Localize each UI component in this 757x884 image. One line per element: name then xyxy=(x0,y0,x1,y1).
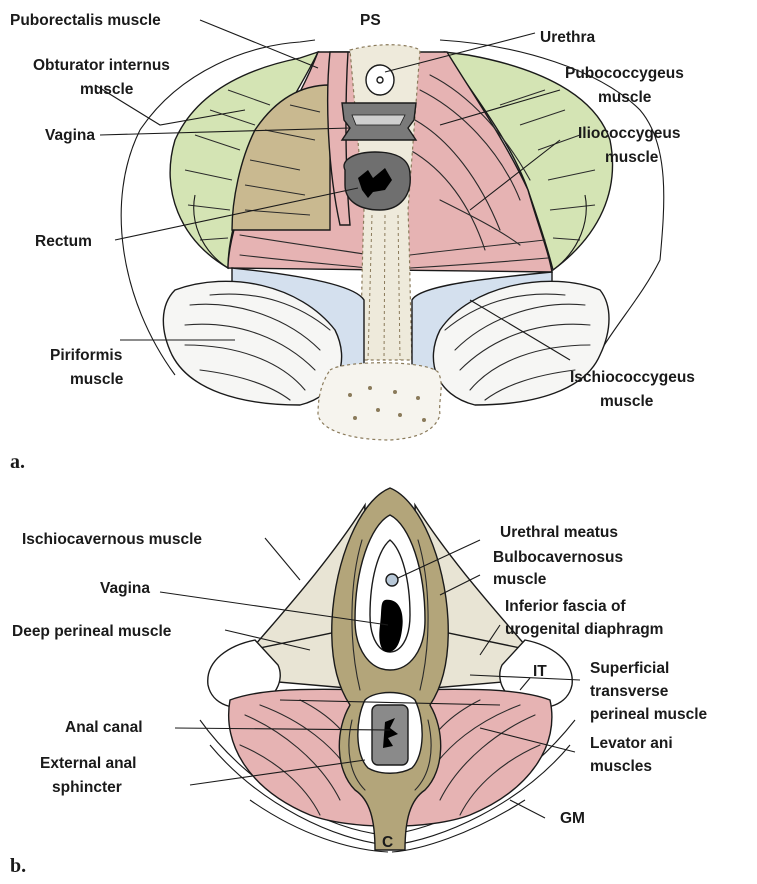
coccyx-shape xyxy=(318,363,441,440)
label-ischiocavernous: Ischiocavernous muscle xyxy=(22,531,202,548)
label-anal-canal: Anal canal xyxy=(65,719,143,736)
label-ischiococcygeus-2: muscle xyxy=(600,393,654,410)
label-gm: GM xyxy=(560,810,585,827)
label-obturator-1: Obturator internus xyxy=(33,57,170,74)
label-superficial-1: Superficial xyxy=(590,660,669,677)
label-bulbocavernosus-2: muscle xyxy=(493,571,547,588)
label-piriformis-1: Piriformis xyxy=(50,347,122,364)
label-piriformis-2: muscle xyxy=(70,371,124,388)
label-external-1: External anal xyxy=(40,755,137,772)
label-ischiococcygeus-1: Ischiococcygeus xyxy=(570,369,695,386)
urethral-meatus-dot xyxy=(386,574,398,586)
label-puborectalis: Puborectalis muscle xyxy=(10,12,161,29)
label-pubococcygeus-2: muscle xyxy=(598,89,652,106)
label-bulbocavernosus-1: Bulbocavernosus xyxy=(493,549,623,566)
label-levator-1: Levator ani xyxy=(590,735,673,752)
label-obturator-2: muscle xyxy=(80,81,134,98)
label-superficial-2: transverse xyxy=(590,683,669,700)
label-urethra: Urethra xyxy=(540,29,596,46)
label-iliococcygeus-1: Iliococcygeus xyxy=(578,125,681,142)
panel-b-drawing xyxy=(200,488,575,852)
label-vagina-a: Vagina xyxy=(45,127,95,144)
label-superficial-3: perineal muscle xyxy=(590,706,708,723)
label-rectum: Rectum xyxy=(35,233,92,250)
label-external-2: sphincter xyxy=(52,779,122,796)
label-iliococcygeus-2: muscle xyxy=(605,149,659,166)
label-inferior-fascia-1: Inferior fascia of xyxy=(505,598,626,615)
label-urethral-meatus: Urethral meatus xyxy=(500,524,618,541)
label-c: C xyxy=(382,834,393,851)
label-pubococcygeus-1: Pubococcygeus xyxy=(565,65,684,82)
panel-a-tag: a. xyxy=(10,451,25,473)
label-it: IT xyxy=(533,663,547,680)
label-ps: PS xyxy=(360,12,381,29)
label-vagina-b: Vagina xyxy=(100,580,150,597)
label-deep-perineal: Deep perineal muscle xyxy=(12,623,172,640)
label-levator-2: muscles xyxy=(590,758,652,775)
panel-b-tag: b. xyxy=(10,855,26,877)
label-inferior-fascia-2: urogenital diaphragm xyxy=(505,621,663,638)
